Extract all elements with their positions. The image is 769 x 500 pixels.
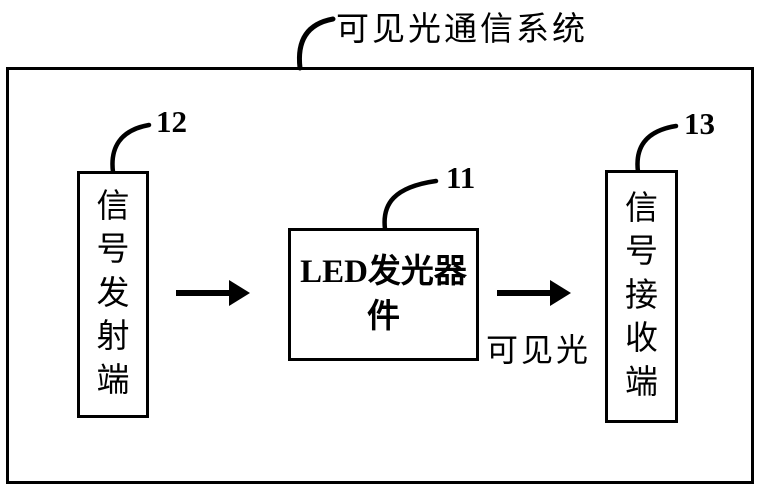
system-title: 可见光通信系统 xyxy=(336,12,588,48)
led-device-label: LED发光器件 xyxy=(300,253,467,335)
system-boundary-box xyxy=(6,67,754,484)
ref-label-13: 13 xyxy=(684,106,715,141)
receiver-label: 信 号 接 收 端 xyxy=(625,190,658,401)
transmitter-label: 信 号 发 射 端 xyxy=(96,188,130,399)
led-device-box: LED发光器件 xyxy=(288,228,479,361)
arrow-right-icon xyxy=(176,280,250,306)
transmitter-box: 信 号 发 射 端 xyxy=(77,171,149,418)
receiver-box: 信 号 接 收 端 xyxy=(605,170,678,423)
ref-12-leader-line xyxy=(110,122,152,175)
ref-label-11: 11 xyxy=(446,160,476,195)
ref-13-leader-line xyxy=(635,123,679,175)
title-leader-line xyxy=(296,16,336,71)
visible-light-label: 可见光 xyxy=(486,332,592,368)
ref-11-leader-line xyxy=(382,178,439,232)
arrow-right-icon xyxy=(497,280,571,306)
ref-label-12: 12 xyxy=(156,104,187,139)
